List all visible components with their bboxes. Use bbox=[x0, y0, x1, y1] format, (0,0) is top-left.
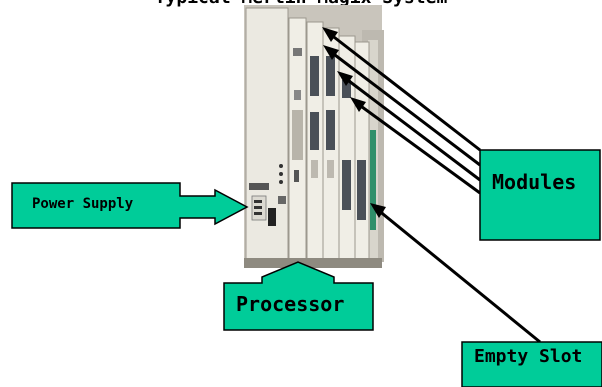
arrowhead-module-3 bbox=[337, 71, 353, 86]
empty-slot-label: Empty Slot bbox=[474, 346, 583, 367]
power-supply-callout bbox=[11, 182, 249, 229]
arrowheads bbox=[322, 27, 386, 218]
arrowhead-module-4 bbox=[350, 97, 366, 112]
processor-callout bbox=[223, 261, 374, 331]
module-3 bbox=[338, 35, 356, 267]
empty-slot-guide bbox=[370, 130, 376, 230]
module-arrows bbox=[329, 32, 541, 344]
empty-slot-callout bbox=[461, 341, 602, 387]
modules-callout bbox=[479, 149, 601, 241]
diagram-title: Typical Merlin Magix System bbox=[0, 0, 602, 8]
cabinet-photo bbox=[244, 5, 384, 268]
modules-label: Modules bbox=[492, 170, 577, 194]
arrowhead-module-1 bbox=[322, 27, 338, 42]
power-supply-unit bbox=[245, 7, 289, 261]
processor-label: Processor bbox=[236, 292, 345, 316]
arrowhead-empty-slot bbox=[370, 203, 386, 218]
arrowhead-module-2 bbox=[323, 45, 339, 60]
power-supply-label: Power Supply bbox=[32, 196, 134, 212]
